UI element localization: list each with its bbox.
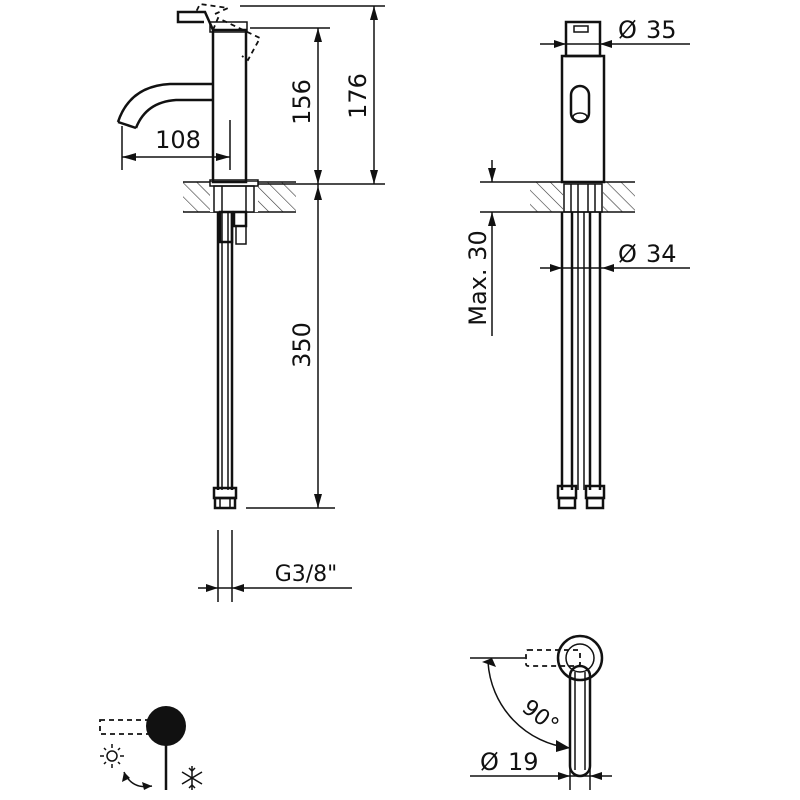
dim-176: 176 <box>344 73 372 119</box>
top-view: 90° Ø 19 <box>470 634 612 790</box>
dim-angle-90: 90° <box>517 695 563 739</box>
lever-handle-top <box>568 664 592 778</box>
dim-max-30: Max. 30 <box>464 230 492 325</box>
dim-thread: G3/8" <box>275 562 338 587</box>
knob-icon <box>146 706 186 746</box>
dim-350: 350 <box>288 322 316 368</box>
dim-diameter-34-symbol: Ø <box>618 240 637 268</box>
faucet-body-front <box>560 54 606 184</box>
side-view: 176 156 108 350 G3/8" <box>116 3 385 602</box>
dim-156: 156 <box>288 79 316 125</box>
hot-cold-legend <box>99 706 203 790</box>
faucet-body-side <box>211 28 248 184</box>
dim-diameter-35: 35 <box>646 16 677 44</box>
dim-108: 108 <box>155 126 201 154</box>
front-view: Ø 35 Ø 34 Max. 30 <box>464 16 690 510</box>
lever-handle-side <box>176 10 215 31</box>
dim-diameter-34: 34 <box>646 240 677 268</box>
dim-diameter-19-symbol: Ø <box>480 748 499 776</box>
spout <box>116 82 213 123</box>
dim-diameter-19: 19 <box>508 748 539 776</box>
sun-icon <box>100 744 124 768</box>
dim-diameter-35-symbol: Ø <box>618 16 637 44</box>
snowflake-icon <box>181 766 203 790</box>
